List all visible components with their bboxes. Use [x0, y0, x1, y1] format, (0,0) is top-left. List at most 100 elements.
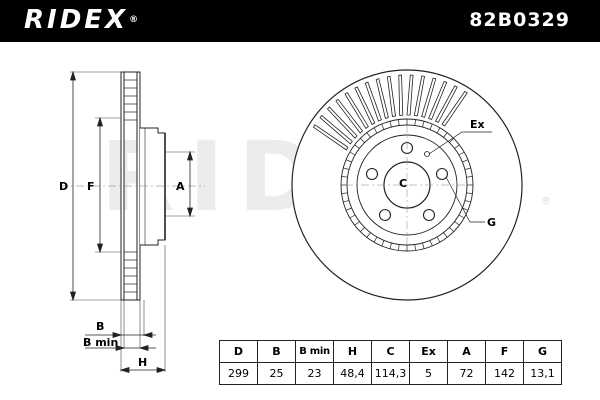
- vent-vane: [335, 98, 364, 134]
- hat-tooth: [373, 236, 378, 243]
- label-f: F: [87, 180, 95, 193]
- hat-tooth: [422, 242, 425, 249]
- label-g: G: [487, 216, 496, 229]
- spec-header-cell: D: [219, 340, 258, 363]
- spec-header-cell: H: [333, 340, 372, 363]
- hat-tooth: [345, 159, 352, 163]
- vent-vane: [312, 124, 349, 151]
- spec-value-cell: 72: [447, 362, 486, 385]
- hat-tooth: [373, 127, 378, 134]
- bolt-hole: [378, 208, 392, 222]
- label-a: A: [176, 180, 185, 193]
- spec-value-row: 299 25 23 48,4 114,3 5 72 142 13,1: [219, 362, 562, 385]
- hat-tooth: [354, 221, 360, 226]
- hat-tooth: [414, 244, 416, 251]
- hat-tooth: [349, 214, 356, 219]
- spec-value-cell: 299: [219, 362, 258, 385]
- brand-logo: RIDEX®: [24, 4, 138, 36]
- label-b: B: [96, 320, 104, 333]
- hat-tooth: [458, 151, 465, 156]
- hat-tooth: [354, 144, 360, 149]
- vent-vane: [406, 74, 414, 116]
- dimension-lines: [69, 70, 194, 374]
- hat-tooth: [443, 232, 448, 238]
- hat-tooth: [436, 236, 441, 243]
- vent-vanes-cutaway: [312, 74, 468, 151]
- vent-vane: [434, 85, 458, 123]
- registered-mark: ®: [129, 15, 139, 25]
- hat-tooth: [341, 176, 348, 178]
- spec-header-cell: B: [257, 340, 296, 363]
- hat-tooth: [449, 138, 454, 143]
- hat-tooth: [343, 200, 350, 203]
- spec-header-cell: Ex: [409, 340, 448, 363]
- spec-table: D B B min H C Ex A F G 299 25 23 48,4 11…: [219, 340, 562, 385]
- vent-vane: [375, 78, 389, 119]
- spec-header-cell: F: [485, 340, 524, 363]
- label-c: C: [399, 177, 407, 190]
- technical-drawing: RIDEX: [59, 69, 551, 374]
- label-ex: Ex: [470, 118, 485, 131]
- spec-value-cell: 25: [257, 362, 296, 385]
- hat-tooth: [343, 167, 350, 170]
- hat-tooth: [429, 240, 433, 247]
- hat-tooth: [429, 123, 433, 130]
- spec-header-row: D B B min H C Ex A F G: [219, 340, 562, 363]
- disc-inner-face: [136, 71, 141, 301]
- hat-tooth: [464, 200, 471, 203]
- vent-vane: [386, 75, 396, 117]
- vent-vane: [428, 80, 448, 121]
- hat-tooth: [398, 119, 400, 126]
- spec-value-cell: 13,1: [523, 362, 562, 385]
- hat-tooth: [462, 207, 469, 211]
- spec-header-cell: G: [523, 340, 562, 363]
- callout-leaders: [428, 131, 492, 223]
- hat-tooth: [341, 192, 348, 194]
- hat-tooth: [389, 242, 392, 249]
- centerlines: [60, 71, 205, 301]
- hat-tooth: [436, 127, 441, 134]
- hat-tooth: [462, 159, 469, 163]
- spec-header-cell: B min: [295, 340, 334, 363]
- spec-header-cell: A: [447, 340, 486, 363]
- label-h: H: [138, 356, 147, 369]
- spec-value-cell: 142: [485, 362, 524, 385]
- disc-outer-face: [120, 71, 125, 301]
- front-labels: C Ex G: [399, 118, 496, 229]
- hat-tooth: [345, 207, 352, 211]
- hat-tooth: [360, 138, 365, 143]
- spec-value-cell: 48,4: [333, 362, 372, 385]
- hat-tooth: [458, 214, 465, 219]
- hat-tooth: [349, 151, 356, 156]
- hat-tooth: [454, 221, 460, 226]
- front-view-centerlines: [345, 125, 470, 245]
- hat-tooth: [466, 176, 473, 178]
- part-number: 82B0329: [469, 9, 570, 31]
- header-bar: RIDEX® 82B0329: [0, 0, 600, 42]
- hat-tooth: [422, 121, 425, 128]
- spec-value-cell: 23: [295, 362, 334, 385]
- hat-tooth: [389, 121, 392, 128]
- vent-vane: [344, 92, 369, 129]
- hat-section: [140, 127, 166, 246]
- bolt-hole: [365, 167, 379, 181]
- vent-vane: [413, 75, 425, 117]
- bolt-hole: [422, 208, 436, 222]
- hat-tooth: [366, 232, 371, 238]
- hat-tooth: [398, 244, 400, 251]
- label-d: D: [59, 180, 68, 193]
- vent-vane: [326, 106, 358, 139]
- vent-vane: [441, 90, 468, 127]
- vent-vanes-side: [124, 79, 137, 293]
- hat-tooth: [466, 192, 473, 194]
- hat-tooth: [449, 227, 454, 232]
- vent-vane: [398, 74, 404, 116]
- vent-vane: [354, 86, 376, 125]
- spec-value-cell: 114,3: [371, 362, 410, 385]
- hat-tooth: [381, 123, 385, 130]
- brand-name: RIDEX: [24, 5, 129, 35]
- vent-vane: [364, 81, 382, 122]
- hat-teeth: [341, 119, 473, 251]
- vent-vane: [421, 77, 437, 118]
- dimension-labels: D F A B B min H: [59, 180, 185, 369]
